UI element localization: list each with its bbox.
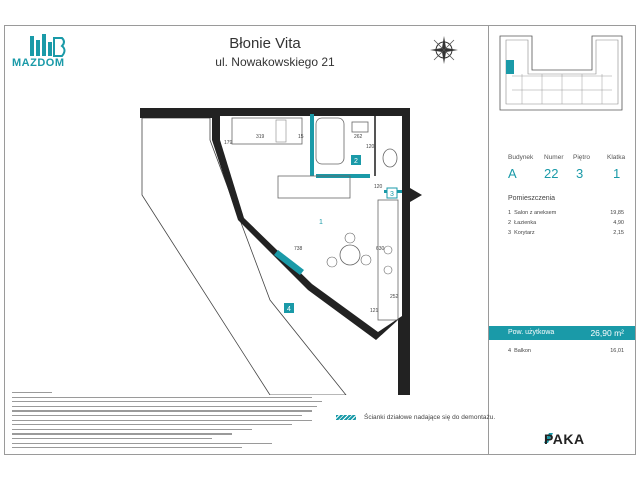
project-title: Błonie Vita: [229, 35, 301, 52]
room-tag-2: 2: [354, 158, 358, 165]
usable-area-bar: Pow. użytkowa 26,90 m²: [489, 326, 635, 340]
plan-sheet: [4, 25, 636, 455]
mazdom-logo: [30, 34, 66, 57]
developer-name: MAZDOM: [12, 57, 65, 69]
svg-text:738: 738: [294, 246, 303, 252]
paka-logo-mark: [544, 433, 553, 443]
room-row: 1 Salon z aneksem 19,85: [508, 210, 624, 216]
svg-text:179: 179: [224, 140, 233, 146]
room-row: 2 Łazienka 4,90: [508, 220, 624, 226]
number-value: 22: [544, 166, 559, 181]
project-address: ul. Nowakowskiego 21: [215, 55, 335, 69]
svg-text:120: 120: [374, 184, 383, 190]
legal-notes: [12, 392, 332, 452]
stair-label: Klatka: [607, 154, 626, 161]
rooms-heading: Pomieszczenia: [508, 195, 556, 202]
svg-text:252: 252: [390, 294, 399, 300]
number-label: Numer: [544, 154, 564, 161]
compass-icon: [430, 36, 458, 64]
svg-text:121: 121: [370, 308, 379, 314]
door-swing-icon: [410, 188, 422, 202]
panel-divider: [488, 25, 489, 455]
svg-text:319: 319: [256, 134, 265, 140]
floor-label: Piętro: [573, 154, 590, 161]
stair-value: 1: [613, 166, 621, 181]
building-label: Budynek: [508, 154, 534, 161]
room-tag-3: 3: [390, 191, 394, 198]
floor-value: 3: [576, 166, 584, 181]
usable-area-label: Pow. użytkowa: [508, 329, 555, 336]
usable-area-value: 26,90 m²: [590, 328, 624, 338]
legend-swatch: [336, 415, 356, 420]
legend-text: Ścianki działowe nadające się do demonta…: [364, 414, 496, 421]
room-tag-1: 1: [319, 219, 323, 226]
balcony-outline: [141, 117, 347, 395]
building-minimap: [499, 35, 623, 111]
apartment-interior: [220, 116, 402, 332]
room-tag-4: 4: [287, 306, 291, 313]
balcony-row: 4 Balkon 16,01: [508, 348, 624, 354]
building-value: A: [508, 166, 517, 181]
contractor-logo: PAKA: [544, 431, 585, 447]
svg-text:15: 15: [298, 134, 304, 140]
floor-plan: 2 3 1 4 319 15 262 179 120 120 630 738 2…: [140, 108, 422, 395]
svg-text:630: 630: [376, 246, 385, 252]
svg-text:120: 120: [366, 144, 375, 150]
svg-text:262: 262: [354, 134, 363, 140]
room-row: 3 Korytarz 2,15: [508, 230, 624, 236]
